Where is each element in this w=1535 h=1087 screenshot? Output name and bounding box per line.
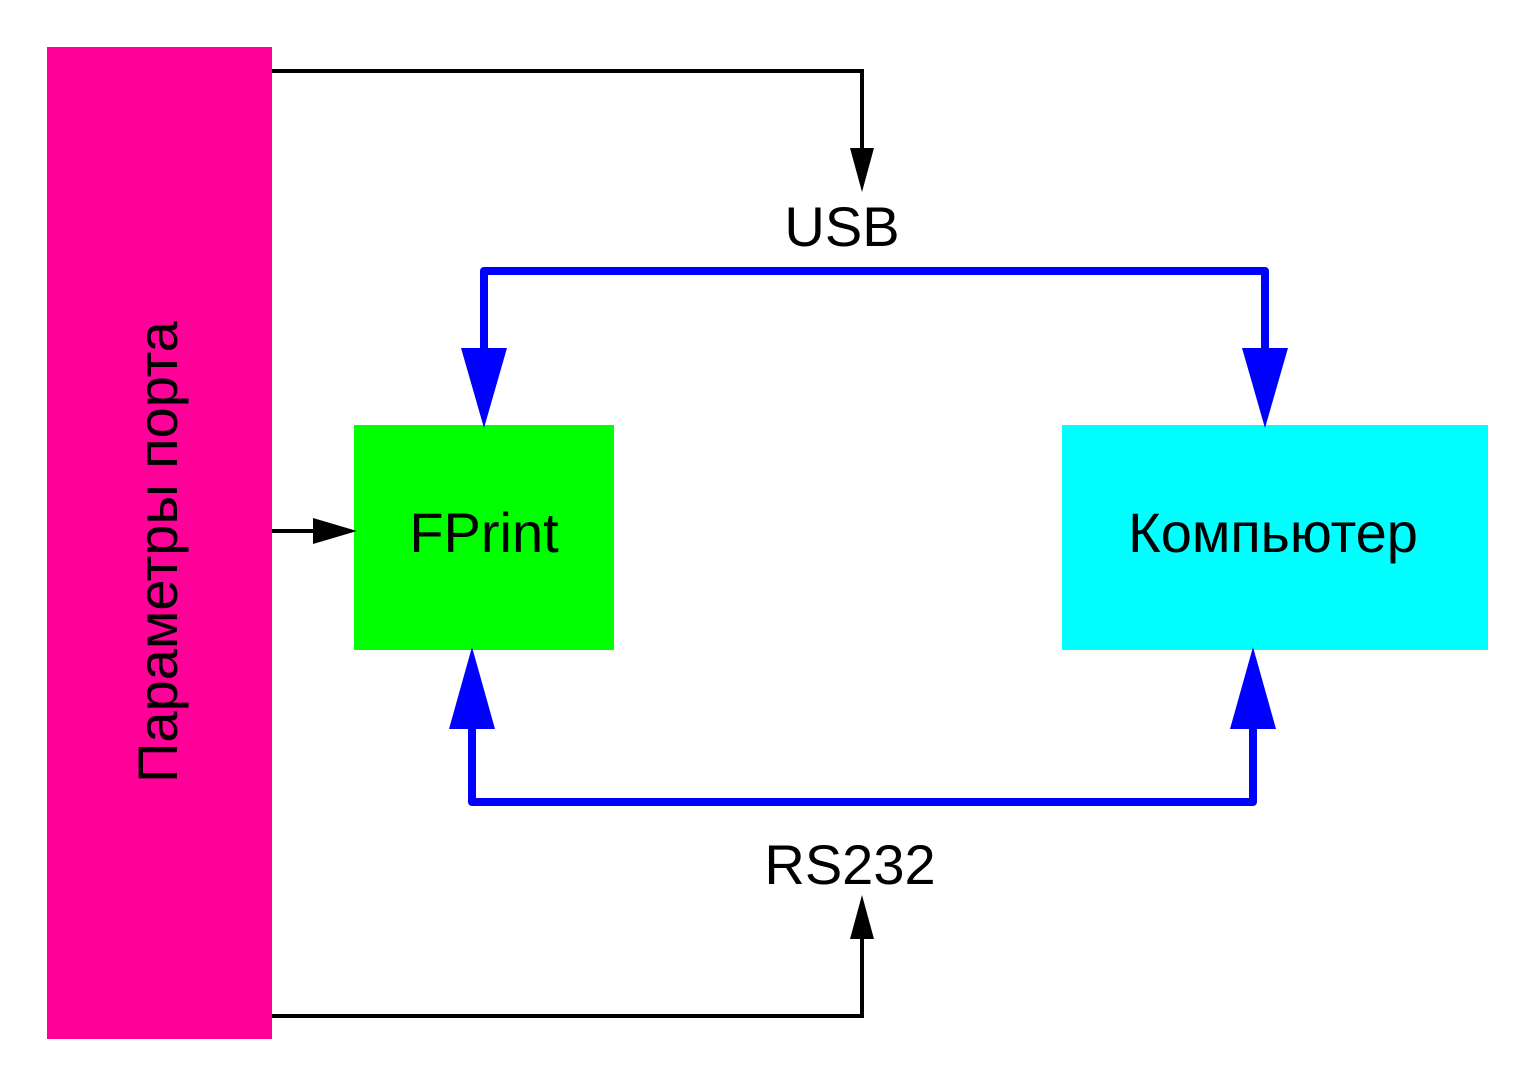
fprint-box bbox=[354, 425, 614, 650]
computer-box bbox=[1062, 425, 1488, 650]
rs232-bus-line bbox=[468, 725, 1257, 806]
usb-bus-line bbox=[480, 267, 1269, 352]
control-connector-fprint bbox=[272, 518, 357, 544]
fprint-node: FPrint bbox=[354, 425, 614, 650]
control-line-usb bbox=[272, 69, 864, 152]
arrowhead-rs232-label bbox=[850, 895, 874, 939]
usb-arrowhead-computer bbox=[1242, 348, 1288, 428]
port-params-box bbox=[47, 47, 272, 1039]
port-params-node: Параметры порта bbox=[47, 47, 272, 1039]
usb-arrowhead-fprint bbox=[461, 348, 507, 428]
usb-bus bbox=[461, 267, 1288, 428]
control-line-rs232 bbox=[272, 935, 864, 1018]
rs232-arrowhead-computer bbox=[1230, 647, 1276, 729]
usb-label: USB bbox=[784, 195, 899, 258]
rs232-label: RS232 bbox=[764, 833, 935, 896]
computer-label: Компьютер bbox=[1128, 501, 1418, 564]
fprint-label: FPrint bbox=[409, 501, 559, 564]
arrowhead-usb-label bbox=[850, 148, 874, 192]
control-connector-rs232 bbox=[272, 895, 874, 1018]
control-connector-usb bbox=[272, 69, 874, 192]
rs232-arrowhead-fprint bbox=[449, 647, 495, 729]
rs232-bus bbox=[449, 647, 1276, 806]
arrowhead-fprint bbox=[313, 518, 357, 544]
computer-node: Компьютер bbox=[1062, 425, 1488, 650]
port-params-label: Параметры порта bbox=[126, 320, 189, 782]
